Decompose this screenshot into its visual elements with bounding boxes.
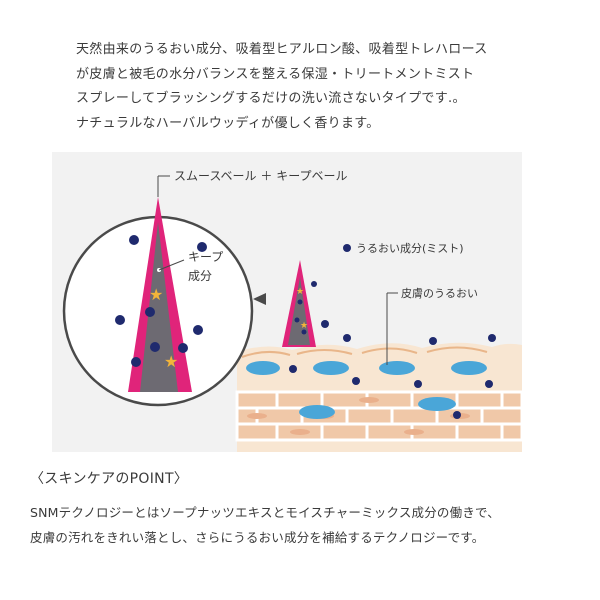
keep-star-icon: ★ (164, 352, 178, 371)
snm-illustration: ★ ★ ★ ★ スムースベール ＋ キープベール キープ 成分 (52, 152, 522, 452)
moisture-dot-icon (343, 244, 351, 252)
small-hair: ★ ★ (282, 260, 329, 347)
skin-care-line: 皮膚の汚れをきれい落とし、さらにうるおい成分を補給するテクノロジーです。 (30, 530, 485, 545)
keep-label: キープ (188, 250, 223, 264)
keep-label: 成分 (188, 269, 212, 283)
moisture-legend: うるおい成分(ミスト) (356, 242, 464, 255)
skin-care-line: SNMテクノロジーとはソープナッツエキスとモイスチャーミックス成分の働きで、 (30, 505, 500, 520)
intro-line: が皮膚と被毛の水分バランスを整える保湿・トリートメントミスト (76, 66, 475, 82)
skin-care-heading: 〈スキンケアのPOINT〉 (30, 471, 189, 487)
intro-line: スプレーしてブラッシングするだけの洗い流さないタイプです.。 (76, 91, 466, 106)
zoom-arrow-icon (253, 293, 266, 305)
intro-line: 天然由来のうるおい成分、吸着型ヒアルロン酸、吸着型トレハロース (76, 42, 488, 57)
intro-line: ナチュラルなハーバルウッディが優しく香ります。 (76, 115, 380, 131)
keep-star-icon: ★ (149, 285, 163, 304)
skin-cross-section (235, 334, 522, 452)
intro-text: 天然由来のうるおい成分、吸着型ヒアルロン酸、吸着型トレハロース が皮膚と被毛の水… (76, 38, 576, 136)
illustration-canvas: ★ ★ ★ ★ スムースベール ＋ キープベール キープ 成分 (62, 169, 522, 452)
magnified-hair-view: ★ ★ (62, 175, 266, 407)
skin-moisture-label: 皮膚のうるおい (401, 286, 478, 300)
keep-star-icon: ★ (300, 321, 308, 331)
keep-star-icon: ★ (296, 287, 304, 297)
veil-label: スムースベール ＋ キープベール (174, 169, 347, 183)
skin-care-text: SNMテクノロジーとはソープナッツエキスとモイスチャーミックス成分の働きで、 皮… (30, 500, 590, 550)
